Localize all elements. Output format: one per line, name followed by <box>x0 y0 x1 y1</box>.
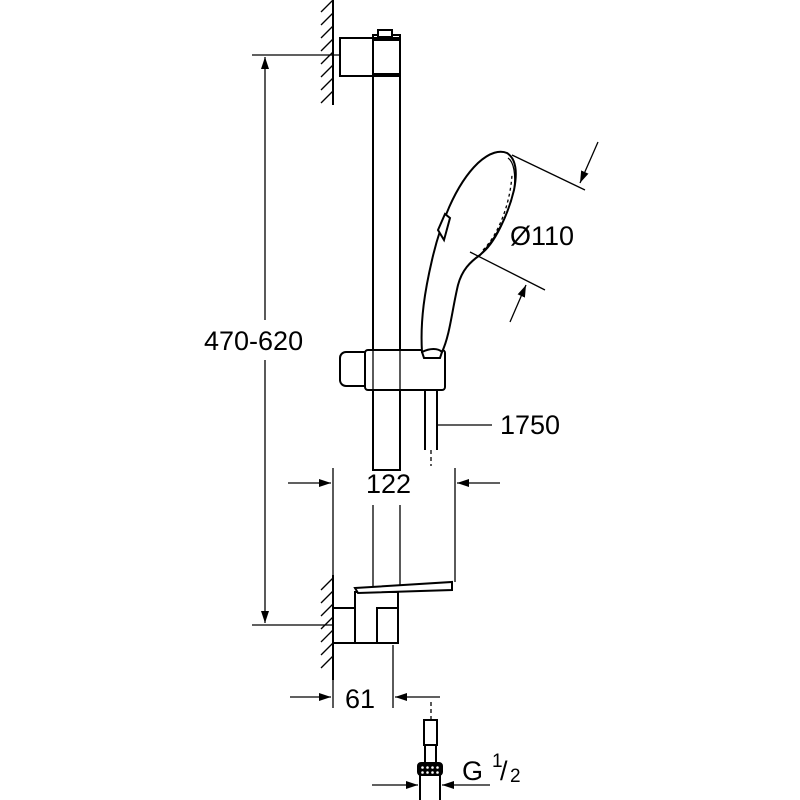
thread-slash: / <box>500 756 508 786</box>
hand-shower <box>420 150 517 359</box>
wall-hatch-mark <box>320 0 334 13</box>
wall-hatch-mark <box>320 642 334 656</box>
wall-hatch-mark <box>320 51 334 65</box>
height-range-label: 470-620 <box>204 326 303 356</box>
wall-hatch-mark <box>320 590 334 604</box>
wall-hatch-mark <box>320 77 334 91</box>
thread-fitting: G 1 / 2 <box>372 702 521 800</box>
soap-dish-bracket <box>332 580 453 644</box>
wall-hatch-mark <box>320 655 334 669</box>
wall-hatch-mark <box>320 90 334 104</box>
wall-top <box>320 0 334 105</box>
wall-bottom <box>320 575 334 680</box>
wall-hatch-mark <box>320 64 334 78</box>
thread-numerator: 1 <box>492 751 503 772</box>
dimension-projection: 122 <box>288 468 500 582</box>
thread-denominator: 2 <box>510 766 521 787</box>
hose <box>424 390 438 466</box>
slider <box>339 349 446 391</box>
dimension-diameter: Ø110 <box>469 141 599 323</box>
diameter-label: Ø110 <box>510 221 574 251</box>
wall-hatch-mark <box>320 616 334 630</box>
wall-hatch-mark <box>320 25 334 39</box>
wall-hatch-mark <box>320 629 334 643</box>
dimension-height: 470-620 <box>204 54 340 626</box>
thread-letter: G <box>462 756 483 786</box>
wall-hatch-mark <box>320 577 334 591</box>
hose-length-label: 1750 <box>500 410 560 440</box>
wall-hatch-mark <box>320 38 334 52</box>
wall-distance-label: 61 <box>345 684 375 714</box>
shower-rail <box>339 29 401 590</box>
dimension-hose: 1750 <box>437 410 560 440</box>
dimension-wall-distance: 61 <box>290 645 440 714</box>
projection-label: 122 <box>366 469 411 499</box>
wall-hatch-mark <box>320 603 334 617</box>
wall-hatch-mark <box>320 12 334 26</box>
